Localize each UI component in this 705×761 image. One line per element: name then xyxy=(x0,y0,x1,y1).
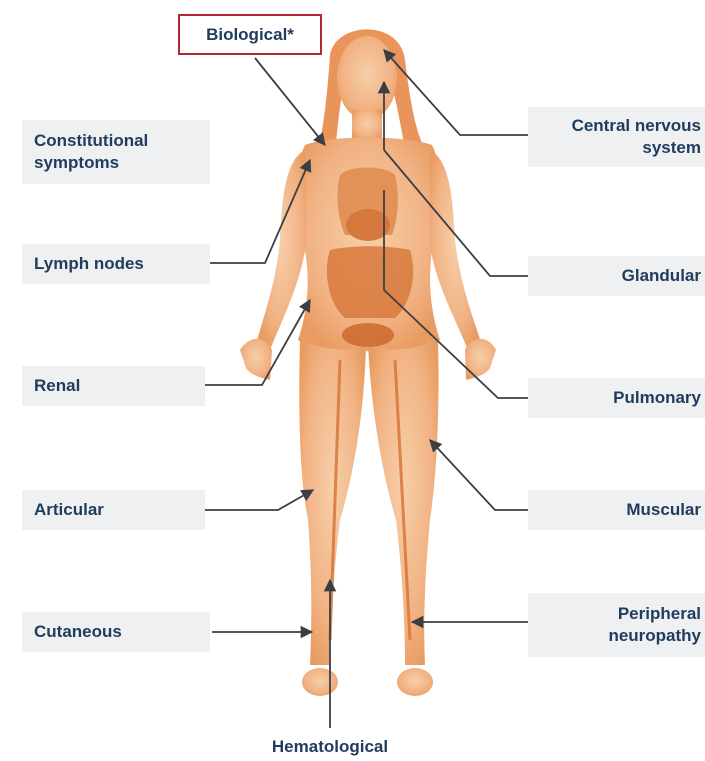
label-peripheral-neuropathy: Peripheral neuropathy xyxy=(528,593,705,657)
label-central-nervous-system: Central nervous system xyxy=(528,107,705,167)
label-lymph-nodes-text: Lymph nodes xyxy=(34,253,144,275)
label-renal: Renal xyxy=(22,366,205,406)
label-cutaneous: Cutaneous xyxy=(22,612,210,652)
label-constitutional-symptoms: Constitutional symptoms xyxy=(22,120,210,184)
connector-muscular xyxy=(430,440,528,510)
neck-shape xyxy=(352,110,382,140)
label-lymph-nodes: Lymph nodes xyxy=(22,244,210,284)
left-hand-shape xyxy=(240,339,272,380)
label-cutaneous-text: Cutaneous xyxy=(34,621,122,643)
label-articular: Articular xyxy=(22,490,205,530)
left-foot-shape xyxy=(302,668,338,696)
label-peripheral-text: Peripheral neuropathy xyxy=(608,603,701,647)
right-hand-shape xyxy=(465,339,496,380)
head-shape xyxy=(337,36,397,120)
label-muscular: Muscular xyxy=(528,490,705,530)
label-glandular-text: Glandular xyxy=(622,265,701,287)
label-renal-text: Renal xyxy=(34,375,80,397)
label-central-nervous-text: Central nervous system xyxy=(572,115,701,159)
label-pulmonary-text: Pulmonary xyxy=(613,387,701,409)
right-foot-shape xyxy=(397,668,433,696)
label-articular-text: Articular xyxy=(34,499,104,521)
label-hematological-text: Hematological xyxy=(272,736,388,758)
label-glandular: Glandular xyxy=(528,256,705,296)
label-hematological: Hematological xyxy=(246,734,414,760)
label-biological-text: Biological* xyxy=(206,24,294,46)
left-leg-shape xyxy=(299,338,366,665)
label-muscular-text: Muscular xyxy=(626,499,701,521)
connector-biological xyxy=(255,58,325,145)
label-constitutional-text: Constitutional symptoms xyxy=(34,130,148,174)
label-pulmonary: Pulmonary xyxy=(528,378,705,418)
connector-articular xyxy=(205,490,313,510)
right-arm-shape xyxy=(430,150,482,350)
label-biological: Biological* xyxy=(178,14,322,55)
